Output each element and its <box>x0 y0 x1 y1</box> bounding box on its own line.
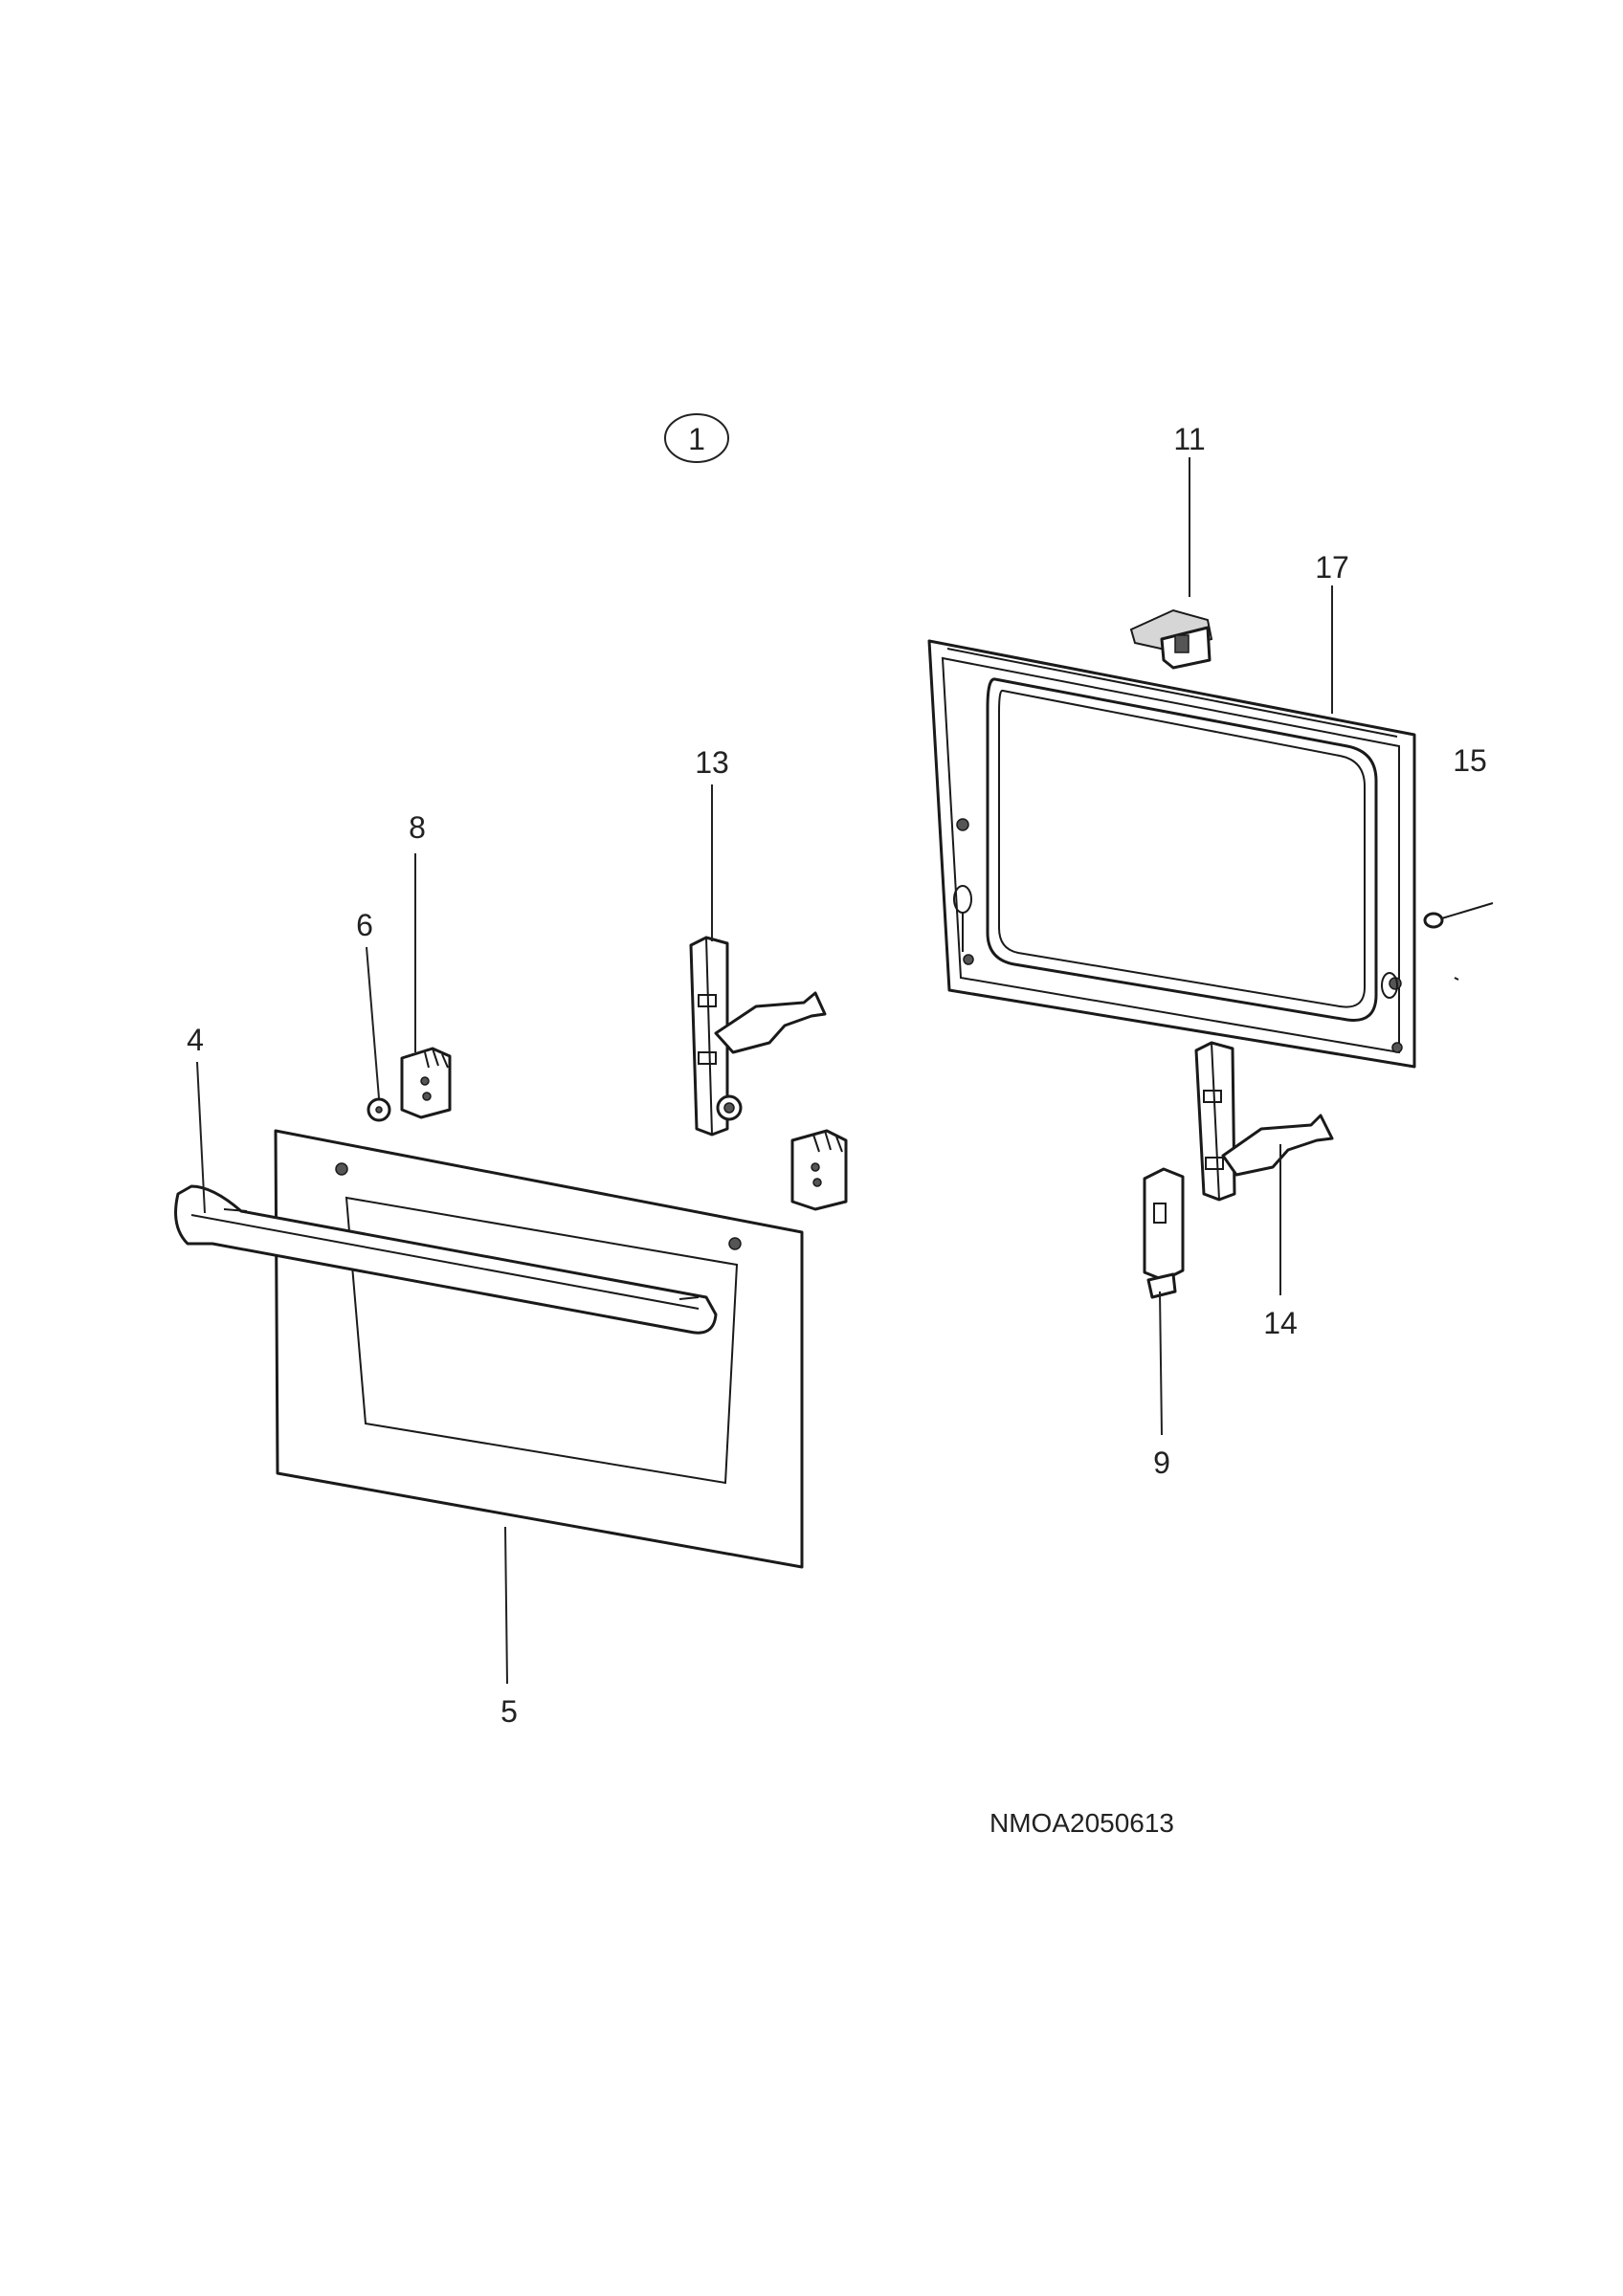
callout-labels: 11 17 13 15 8 6 4 14 9 5 <box>187 422 1487 1729</box>
callout-17: 17 <box>1315 550 1349 585</box>
leader-lines <box>196 457 1333 1685</box>
hinge-receiver <box>1143 1167 1185 1299</box>
leader-9 <box>1159 1291 1163 1436</box>
leader-4 <box>196 1061 206 1214</box>
callout-5: 5 <box>500 1694 518 1729</box>
callout-14: 14 <box>1263 1306 1298 1340</box>
callout-13: 13 <box>695 745 729 780</box>
door-clip-bracket-right <box>790 1129 848 1211</box>
callout-9: 9 <box>1153 1446 1170 1480</box>
right-hinge <box>1194 1041 1334 1202</box>
callout-8: 8 <box>409 810 426 845</box>
screw <box>1423 902 1494 981</box>
callout-4: 4 <box>187 1023 204 1057</box>
washer <box>367 1097 391 1122</box>
door-latch-clip <box>1129 608 1213 670</box>
leader-5 <box>504 1526 508 1685</box>
left-hinge <box>689 936 827 1137</box>
inner-door-frame <box>927 639 1416 1069</box>
drawing-code: NMOA2050613 <box>989 1808 1174 1838</box>
leader-6 <box>366 946 380 1099</box>
outer-door-panel <box>274 1129 804 1569</box>
assembly-marker: 1 <box>664 413 729 463</box>
callout-15: 15 <box>1453 743 1487 778</box>
door-handle <box>174 1184 718 1335</box>
callout-11: 11 <box>1173 422 1205 456</box>
door-clip-bracket-left <box>400 1047 452 1119</box>
callout-6: 6 <box>356 908 373 942</box>
assembly-marker-label: 1 <box>688 422 705 456</box>
